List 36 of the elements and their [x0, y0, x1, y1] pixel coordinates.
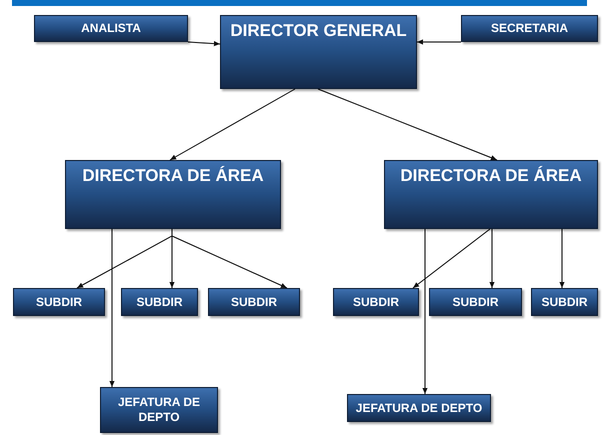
box-label: ANALISTA [81, 21, 141, 36]
org-box [220, 15, 417, 89]
arrow [412, 228, 490, 288]
box-label: SUBDIR [136, 294, 182, 310]
arrow [188, 41, 220, 46]
arrow [416, 39, 462, 45]
arrow [422, 228, 428, 394]
org-box [347, 394, 491, 422]
org-box [13, 288, 105, 316]
arrow [489, 228, 495, 288]
arrow [559, 228, 565, 288]
arrow [172, 228, 288, 288]
box-label: SECRETARIA [490, 21, 568, 36]
box-label: SUBDIR [230, 294, 277, 310]
org-box [34, 15, 188, 42]
arrow [318, 88, 498, 160]
box-label: JEFATURA DE DEPTO [116, 395, 201, 425]
box-label: SUBDIR [352, 294, 399, 310]
box-label: DIRECTOR GENERAL [230, 20, 407, 42]
box-label: SUBDIR [452, 294, 498, 310]
org-box [333, 288, 419, 316]
box-label: SUBDIR [541, 294, 588, 310]
org-box [208, 288, 300, 316]
org-box [429, 288, 522, 316]
org-box [121, 288, 198, 316]
box-label: DIRECTORA DE ÁREA [82, 165, 264, 186]
box-label: JEFATURA DE DEPTO [356, 400, 482, 416]
org-box [100, 387, 218, 433]
org-box [384, 160, 598, 229]
org-box [65, 160, 281, 229]
org-box [531, 288, 598, 316]
box-label: DIRECTORA DE ÁREA [400, 165, 582, 186]
arrow [109, 228, 115, 388]
org-box [461, 15, 598, 42]
arrow [170, 88, 296, 160]
box-label: SUBDIR [36, 294, 82, 310]
